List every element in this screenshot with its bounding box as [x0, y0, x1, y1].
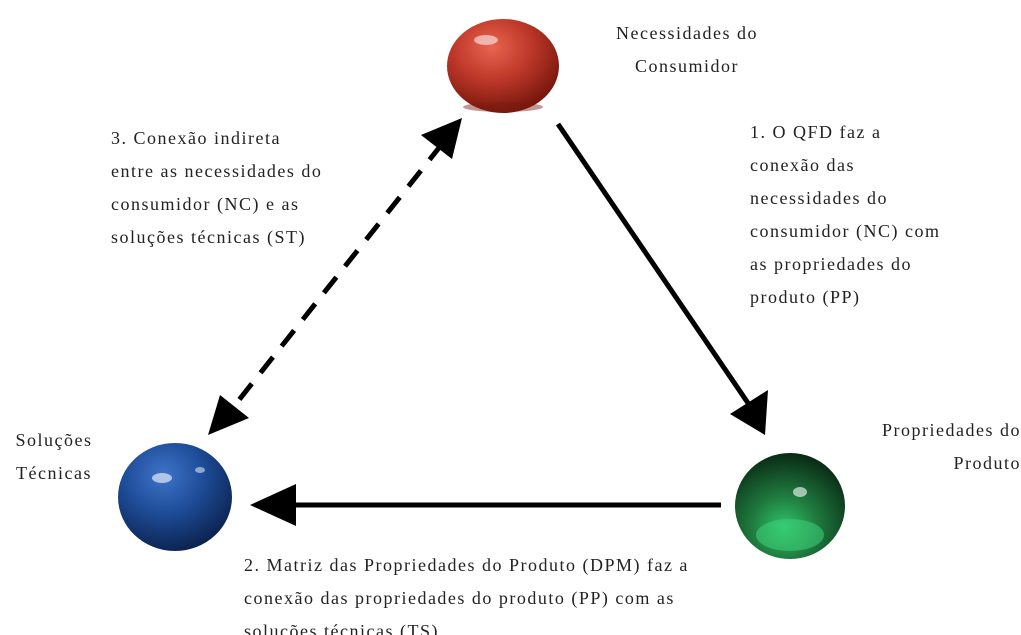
consumer-needs-label-line-2: Consumidor [634, 56, 739, 76]
dpm-connection-text: 2. Matriz das Propriedades do Produto (D… [244, 549, 689, 635]
qfd-text-line-4: consumidor (NC) com [750, 221, 941, 241]
qfd-text-line-5: as propriedades do [750, 254, 912, 274]
consumer-needs-label-line-1: Necessidades do [616, 23, 758, 43]
dpm-text-line-3: soluções técnicas (TS) [244, 621, 439, 635]
qfd-arrow [555, 122, 768, 435]
dpm-arrow [250, 484, 721, 526]
qfd-text-line-1: 1. O QFD faz a [750, 122, 882, 142]
qfd-connection-text: 1. O QFD faz a conexão das necessidades … [750, 116, 940, 314]
dpm-text-line-2: conexão das propriedades do produto (PP)… [244, 588, 675, 608]
indirect-text-line-1: 3. Conexão indireta [111, 128, 281, 148]
product-properties-label: Propriedades do Produto [846, 414, 1021, 480]
indirect-connection-text: 3. Conexão indireta entre as necessidade… [111, 122, 322, 254]
qfd-text-line-3: necessidades do [750, 188, 888, 208]
qfd-text-line-2: conexão das [750, 155, 855, 175]
indirect-text-line-3: consumidor (NC) e as [111, 194, 300, 214]
consumer-needs-label: Necessidades do Consumidor [597, 17, 777, 83]
technical-solutions-label-line-1: Soluções [15, 430, 93, 450]
product-properties-sphere [735, 453, 845, 559]
consumer-needs-sphere [447, 19, 559, 113]
technical-solutions-label: Soluções Técnicas [4, 424, 104, 490]
product-properties-label-line-2: Produto [953, 453, 1021, 473]
technical-solutions-sphere [118, 443, 232, 551]
dpm-text-line-1: 2. Matriz das Propriedades do Produto (D… [244, 555, 689, 575]
indirect-text-line-2: entre as necessidades do [111, 161, 323, 181]
indirect-text-line-4: soluções técnicas (ST) [111, 227, 306, 247]
technical-solutions-label-line-2: Técnicas [16, 463, 92, 483]
indirect-dashed-arrow [208, 118, 462, 435]
product-properties-label-line-1: Propriedades do [882, 420, 1021, 440]
qfd-text-line-6: produto (PP) [750, 287, 861, 307]
